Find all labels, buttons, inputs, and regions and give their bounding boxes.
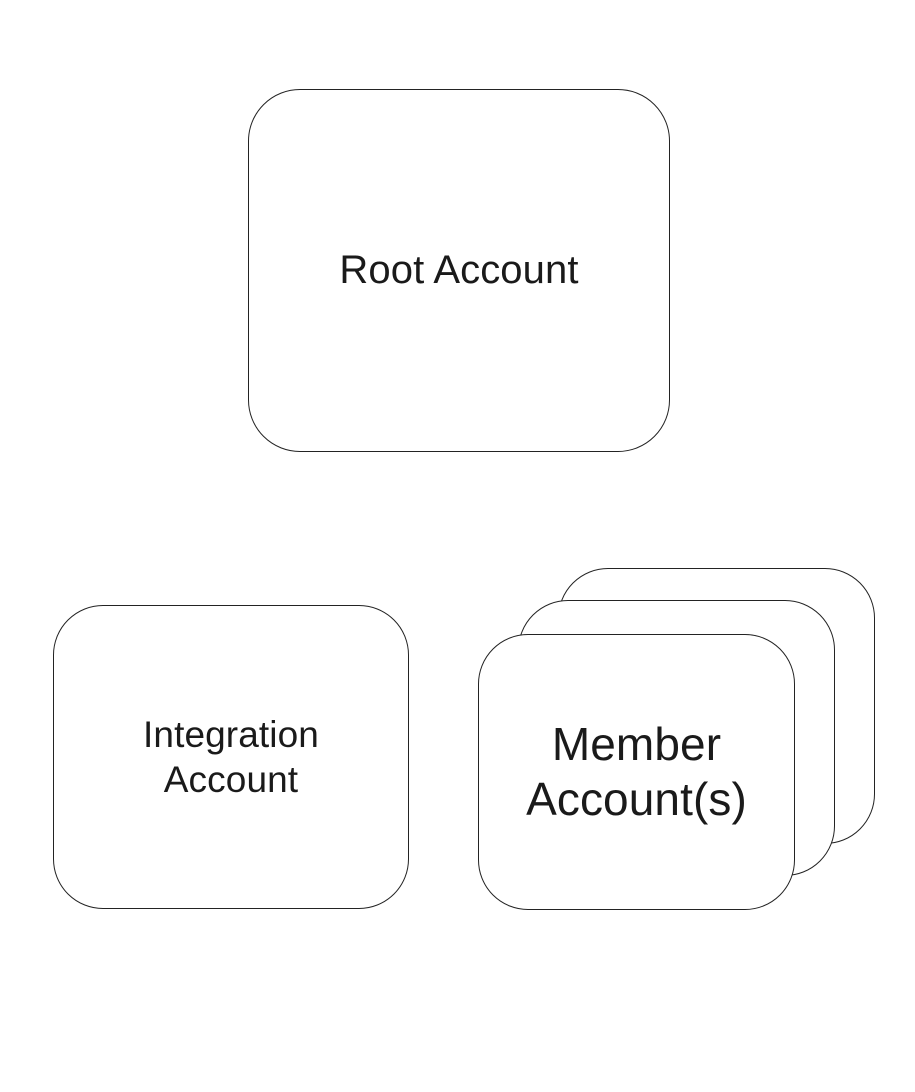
node-root-account-label: Root Account	[339, 248, 579, 293]
member-account-card-front[interactable]: Member Account(s)	[478, 634, 795, 910]
node-root-account[interactable]: Root Account	[248, 89, 670, 452]
node-integration-account-label: Integration Account	[143, 713, 319, 800]
node-member-accounts-label: Member Account(s)	[526, 717, 747, 825]
node-member-accounts-stack[interactable]: Member Account(s)	[470, 560, 890, 920]
node-integration-account[interactable]: Integration Account	[53, 605, 409, 909]
